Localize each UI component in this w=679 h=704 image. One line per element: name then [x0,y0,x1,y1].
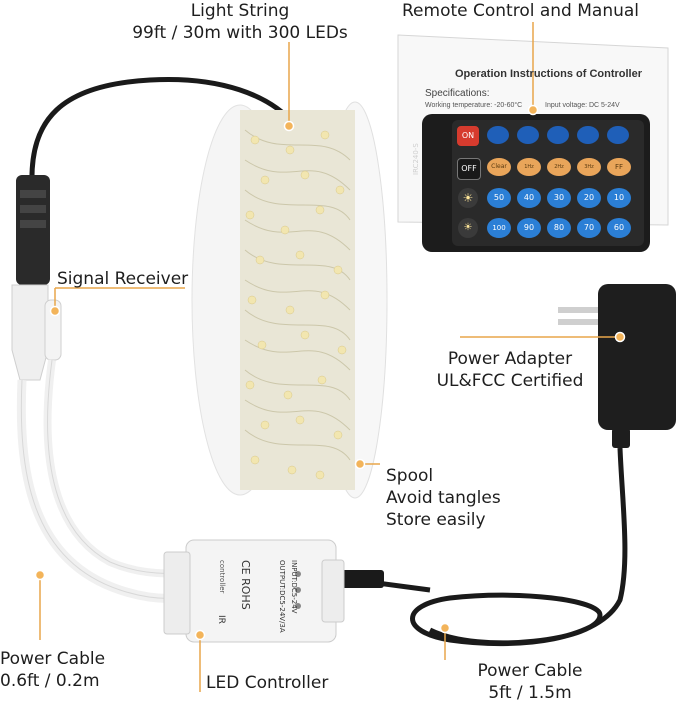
remote-row-20[interactable]: 20 [577,188,601,208]
remote-blue-top-1[interactable] [487,126,509,144]
adapter-body [598,284,676,430]
manual-specs-heading: Specifications: [425,88,490,99]
remote-row-80-label: 80 [553,223,565,232]
remote-row-100-label: 100 [492,224,506,232]
remote-row-90[interactable]: 90 [517,218,541,238]
remote-row-50[interactable]: 50 [487,188,511,208]
remote-flash-2hz-label: 2Hz Flash [554,164,564,170]
remote-buttons: ON OFF Clear 1Hz Flash 2Hz Flash 3Hz Fla… [452,122,644,246]
remote-flash-1hz[interactable]: 1Hz Flash [517,158,541,176]
remote-row-40-label: 40 [523,193,535,202]
remote-row-40[interactable]: 40 [517,188,541,208]
remote-blue-top-4[interactable] [577,126,599,144]
remote-clear-button[interactable]: Clear [487,158,511,176]
leader-lines [39,22,620,692]
light-string-label: Light String 99ft / 30m with 300 LEDs [100,0,380,44]
spool-feature-2: Store easily [386,510,486,530]
spool-feature-1: Avoid tangles [386,488,501,508]
power-adapter-title: Power Adapter [447,349,573,369]
remote-on-label: ON [461,131,475,140]
light-string-lead-cable [29,76,297,186]
spool-label: Spool Avoid tangles Store easily [386,465,501,531]
remote-row-20-label: 20 [583,193,595,202]
brightness-down-icon[interactable]: ☀ [458,218,478,238]
power-cable-long-label: Power Cable 5ft / 1.5m [440,660,620,704]
controller-ir: IR [216,615,226,624]
controller-output-spec: OUTPUT:DC5-24V/3A [278,560,286,633]
signal-receiver-label: Signal Receiver [57,269,189,289]
led-controller-label: LED Controller [206,673,329,693]
remote-clear-label: Clear [491,163,507,170]
manual-input-voltage: Input voltage: DC 5-24V [545,102,620,109]
remote-row-90-label: 90 [523,223,535,232]
remote-ff-button[interactable]: FF [607,158,631,176]
power-cable-long-length: 5ft / 1.5m [488,683,572,703]
remote-label: Remote Control and Manual [402,1,640,21]
power-adapter-cert: UL&FCC Certified [436,371,584,391]
remote-row-30[interactable]: 30 [547,188,571,208]
remote-row-10-label: 10 [613,193,625,202]
manual-working-temp: Working temperature: -20-60°C [425,102,523,109]
remote-row-50-label: 50 [493,193,505,202]
controller-input-spec: INPUT:DC5-24V [290,560,298,614]
led-bulbs [245,130,347,480]
remote-model-label: IRC240-S [412,143,420,175]
remote-off-button[interactable]: OFF [457,158,481,180]
remote-row-80[interactable]: 80 [547,218,571,238]
brightness-up-icon[interactable]: ☀ [458,188,478,208]
dc-plug [16,175,50,285]
spool-title: Spool [386,466,434,486]
controller-name: controller [218,560,226,594]
remote-blue-top-5[interactable] [607,126,629,144]
remote-on-button[interactable]: ON [457,126,479,146]
remote-flash-2hz[interactable]: 2Hz Flash [547,158,571,176]
power-cable-short-title: Power Cable [0,649,106,669]
adapter-prongs [558,307,600,313]
led-controller-box [185,539,337,643]
remote-flash-3hz[interactable]: 3Hz Flash [577,158,601,176]
remote-blue-top-3[interactable] [547,126,569,144]
power-adapter-label: Power Adapter UL&FCC Certified [420,348,600,392]
power-cable-short-label: Power Cable 0.6ft / 0.2m [0,648,105,692]
remote-row-70-label: 70 [583,223,595,232]
remote-flash-3hz-label: 3Hz Flash [584,164,594,170]
manual-title: Operation Instructions of Controller [455,68,643,80]
remote-blue-top-2[interactable] [517,126,539,144]
remote-row-10[interactable]: 10 [607,188,631,208]
barrel-plug [336,570,384,588]
remote-off-label: OFF [461,164,477,173]
light-string-title: Light String [190,1,290,21]
light-string-spec: 99ft / 30m with 300 LEDs [132,23,348,43]
controller-ce-rohs: CE ROHS [239,560,252,610]
power-cable-short-length: 0.6ft / 0.2m [0,671,100,691]
remote-row-60[interactable]: 60 [607,218,631,238]
remote-row-100[interactable]: 100 [487,218,511,238]
remote-flash-1hz-label: 1Hz Flash [524,164,534,170]
leader-dots [34,104,626,641]
remote-row-70[interactable]: 70 [577,218,601,238]
remote-row-30-label: 30 [553,193,565,202]
remote-row-60-label: 60 [613,223,625,232]
power-cable-long-title: Power Cable [477,661,583,681]
signal-receiver-plug [11,284,49,381]
signal-cable-white [43,359,196,578]
remote-ff-label: FF [614,163,624,171]
